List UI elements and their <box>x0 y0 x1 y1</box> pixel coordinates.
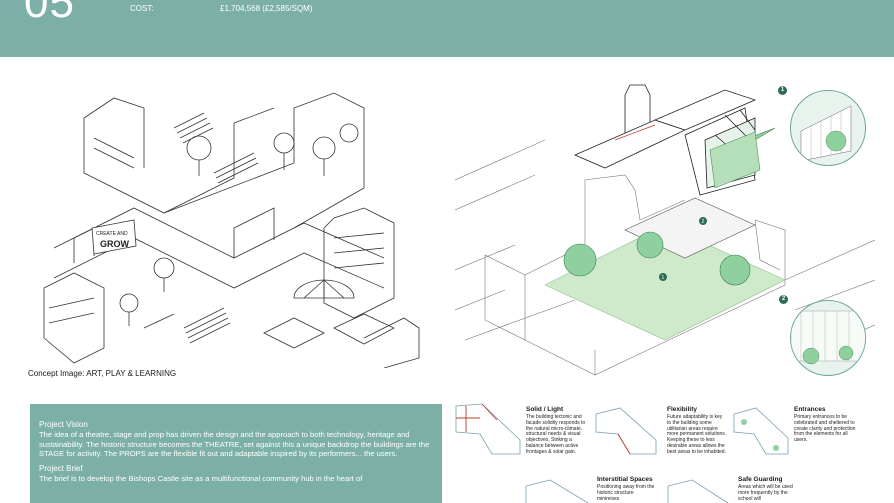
brief-title: Project Brief <box>39 463 83 473</box>
diagram-flexibility <box>595 407 657 455</box>
detail-badge-2: 2 <box>779 295 788 304</box>
project-brief-box: Project Vision The idea of a theatre, st… <box>30 404 442 503</box>
principle-title-4: Interstitial Spaces <box>597 476 653 483</box>
svg-text:1: 1 <box>662 275 665 281</box>
diagram-safe-guarding <box>667 479 729 503</box>
principle-title-1: Solid / Light <box>526 406 564 413</box>
diagram-solid-light <box>455 403 521 455</box>
courtyard-lawn <box>544 224 786 341</box>
project-number: 05 <box>24 0 75 27</box>
detail-circle-1 <box>790 90 866 166</box>
axonometric-drawing: 1 2 <box>454 84 876 376</box>
vision-title: Project Vision <box>39 420 88 429</box>
principle-text-5: Areas which will be used more frequently… <box>738 484 793 502</box>
diagram-interstitial <box>525 479 589 503</box>
create-grow-sign: CREATE AND GROW <box>91 219 137 255</box>
marker-1: 1 <box>659 273 667 281</box>
principle-title-2: Flexibility <box>667 406 697 413</box>
concept-sketch: CREATE AND GROW <box>34 78 434 369</box>
diagram-entrances <box>733 407 789 455</box>
site-axonometric: 1 2 <box>454 80 876 380</box>
principle-text-3: Primary entrances to be celebrated and s… <box>794 414 856 444</box>
vision-text: The idea of a theatre, stage and prop ha… <box>39 430 430 459</box>
trees <box>563 231 751 286</box>
concept-sketch-drawing: CREATE AND GROW <box>43 92 420 369</box>
svg-text:2: 2 <box>702 219 705 225</box>
cost-value: £1,704,568 (£2,585/SQM) <box>220 4 313 13</box>
brief-text: The brief is to develop the Bishops Cast… <box>39 473 363 483</box>
principle-title-3: Entrances <box>794 406 826 413</box>
marker-2: 2 <box>699 217 707 225</box>
concept-caption: Concept Image: ART, PLAY & LEARNING <box>28 369 177 378</box>
cost-label: COST: <box>130 4 154 13</box>
header-bar: 05 COST: £1,704,568 (£2,585/SQM) <box>0 0 894 57</box>
sign-top-text: CREATE AND <box>96 231 128 237</box>
sign-bottom-text: GROW <box>100 239 130 249</box>
detail-circle-2 <box>790 300 866 376</box>
principle-title-5: Safe Guarding <box>738 476 783 483</box>
principle-text-4: Positioning away from the historic struc… <box>597 484 655 502</box>
principle-text-2: Future adaptability is key to the buildi… <box>667 414 727 455</box>
principle-text-1: The building tectonic and facade solidit… <box>526 414 586 455</box>
detail-badge-1: 1 <box>778 86 787 95</box>
